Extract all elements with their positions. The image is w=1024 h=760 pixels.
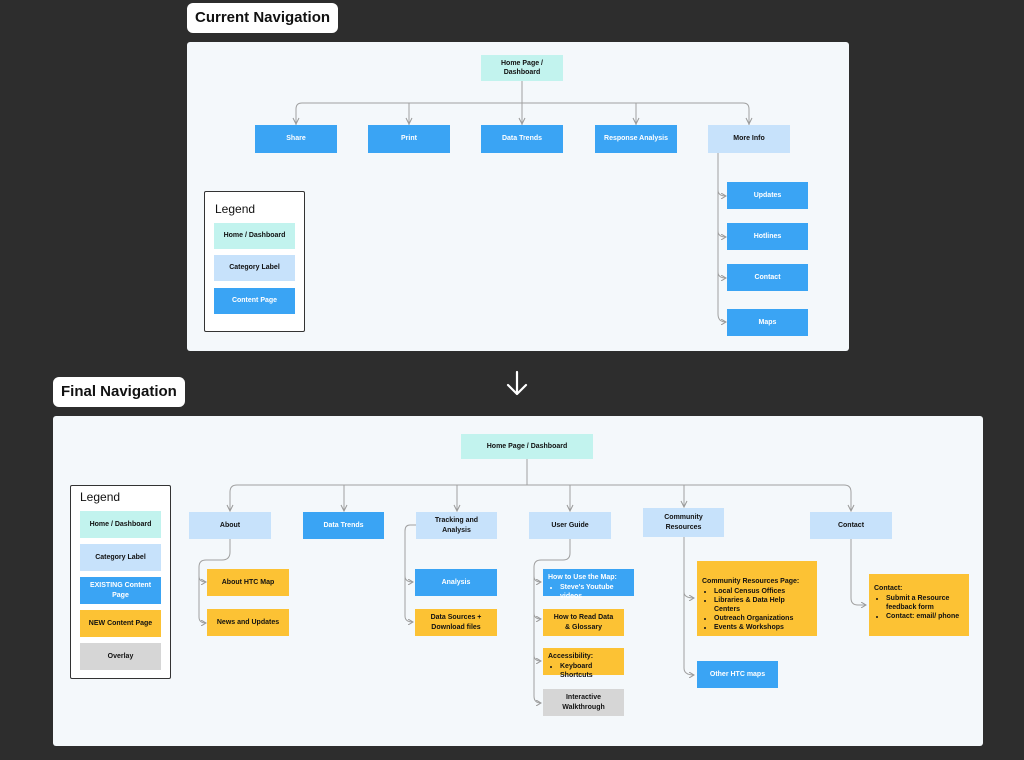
how-to-read-data-node[interactable]: How to Read Data & Glossary	[543, 609, 624, 636]
final-legend-home: Home / Dashboard	[80, 511, 161, 538]
current-home-node[interactable]: Home Page / Dashboard	[481, 55, 563, 81]
contact-item: Submit a Resource feedback form	[886, 594, 964, 612]
final-community-node[interactable]: Community Resources	[643, 508, 724, 537]
how-to-use-map-title: How to Use the Map:	[548, 574, 617, 581]
final-navigation-panel	[53, 416, 983, 746]
current-legend-content: Content Page	[214, 288, 295, 314]
how-to-use-map-node[interactable]: How to Use the Map: Steve's Youtube vide…	[543, 569, 634, 600]
final-contact-node[interactable]: Contact	[810, 512, 892, 539]
news-updates-node[interactable]: News and Updates	[207, 609, 289, 636]
final-navigation-title: Final Navigation	[53, 377, 185, 407]
community-item: Local Census Offices	[714, 587, 812, 596]
arrow-down-icon	[506, 370, 528, 396]
final-home-node[interactable]: Home Page / Dashboard	[461, 434, 593, 459]
current-response-analysis-node[interactable]: Response Analysis	[595, 125, 677, 153]
contact-detail-node[interactable]: Contact: Submit a Resource feedback form…	[869, 574, 969, 636]
how-to-use-map-item: Steve's Youtube videos	[560, 583, 629, 601]
final-legend-overlay: Overlay	[80, 643, 161, 670]
current-maps-node[interactable]: Maps	[727, 309, 808, 336]
current-navigation-title: Current Navigation	[187, 3, 339, 33]
current-print-node[interactable]: Print	[368, 125, 450, 153]
final-data-trends-node[interactable]: Data Trends	[303, 512, 384, 539]
current-updates-node[interactable]: Updates	[727, 182, 808, 209]
data-sources-node[interactable]: Data Sources + Download files	[415, 609, 497, 636]
community-page-title: Community Resources Page:	[702, 578, 800, 585]
current-more-info-node[interactable]: More Info	[708, 125, 790, 153]
accessibility-item: Keyboard Shortcuts	[560, 662, 619, 680]
community-item: Outreach Organizations	[714, 614, 812, 623]
about-htc-map-node[interactable]: About HTC Map	[207, 569, 289, 596]
current-hotlines-node[interactable]: Hotlines	[727, 223, 808, 250]
final-about-node[interactable]: About	[189, 512, 271, 539]
final-legend-new-content: NEW Content Page	[80, 610, 161, 637]
final-legend-existing-content: EXISTING Content Page	[80, 577, 161, 604]
current-legend-category: Category Label	[214, 255, 295, 281]
contact-item: Contact: email/ phone	[886, 612, 964, 621]
final-legend-title: Legend	[80, 490, 121, 504]
current-data-trends-node[interactable]: Data Trends	[481, 125, 563, 153]
accessibility-title: Accessibility:	[548, 653, 594, 660]
final-user-guide-node[interactable]: User Guide	[529, 512, 611, 539]
final-tracking-node[interactable]: Tracking and Analysis	[416, 512, 497, 539]
accessibility-node[interactable]: Accessibility: Keyboard Shortcuts	[543, 648, 624, 679]
community-item: Events & Workshops	[714, 623, 812, 632]
analysis-node[interactable]: Analysis	[415, 569, 497, 596]
current-legend-home: Home / Dashboard	[214, 223, 295, 249]
other-htc-maps-node[interactable]: Other HTC maps	[697, 661, 778, 688]
current-legend-title: Legend	[215, 202, 256, 216]
contact-detail-title: Contact:	[874, 585, 903, 592]
current-share-node[interactable]: Share	[255, 125, 337, 153]
community-resources-page-node[interactable]: Community Resources Page: Local Census O…	[697, 561, 817, 636]
interactive-walkthrough-node[interactable]: Interactive Walkthrough	[543, 689, 624, 716]
current-contact-node[interactable]: Contact	[727, 264, 808, 291]
community-item: Libraries & Data Help Centers	[714, 596, 812, 614]
final-legend-category: Category Label	[80, 544, 161, 571]
